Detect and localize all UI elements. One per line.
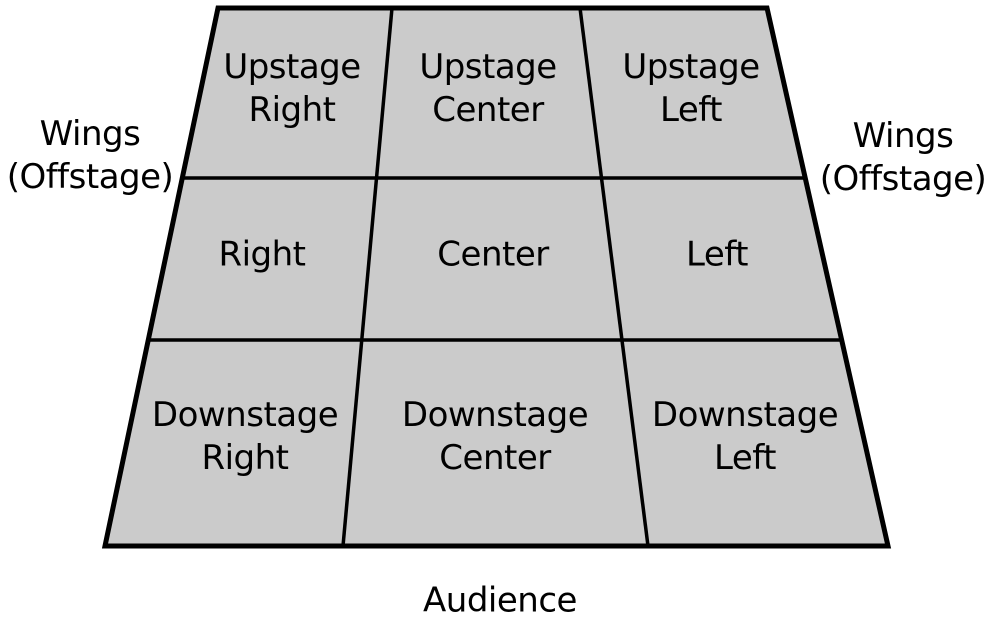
wings-label-left: Wings (Offstage) — [6, 114, 174, 197]
grid-line-vertical-left — [341, 7, 394, 547]
cell-label-downstage-left: Downstage Left — [651, 395, 839, 478]
cell-label-upstage-right: Upstage Right — [223, 47, 361, 130]
grid-line-vertical-right — [578, 7, 650, 547]
cell-label-downstage-right: Downstage Right — [151, 395, 339, 478]
audience-label: Audience — [423, 580, 577, 621]
cell-label-upstage-left: Upstage Left — [622, 47, 760, 130]
wings-label-right: Wings (Offstage) — [819, 116, 987, 199]
cell-label-right: Right — [218, 234, 306, 275]
cell-label-left: Left — [686, 234, 748, 275]
cell-label-center: Center — [437, 234, 549, 275]
cell-label-downstage-center: Downstage Center — [401, 395, 589, 478]
stage-trapezoid — [101, 5, 892, 549]
cell-label-upstage-center: Upstage Center — [419, 47, 557, 130]
